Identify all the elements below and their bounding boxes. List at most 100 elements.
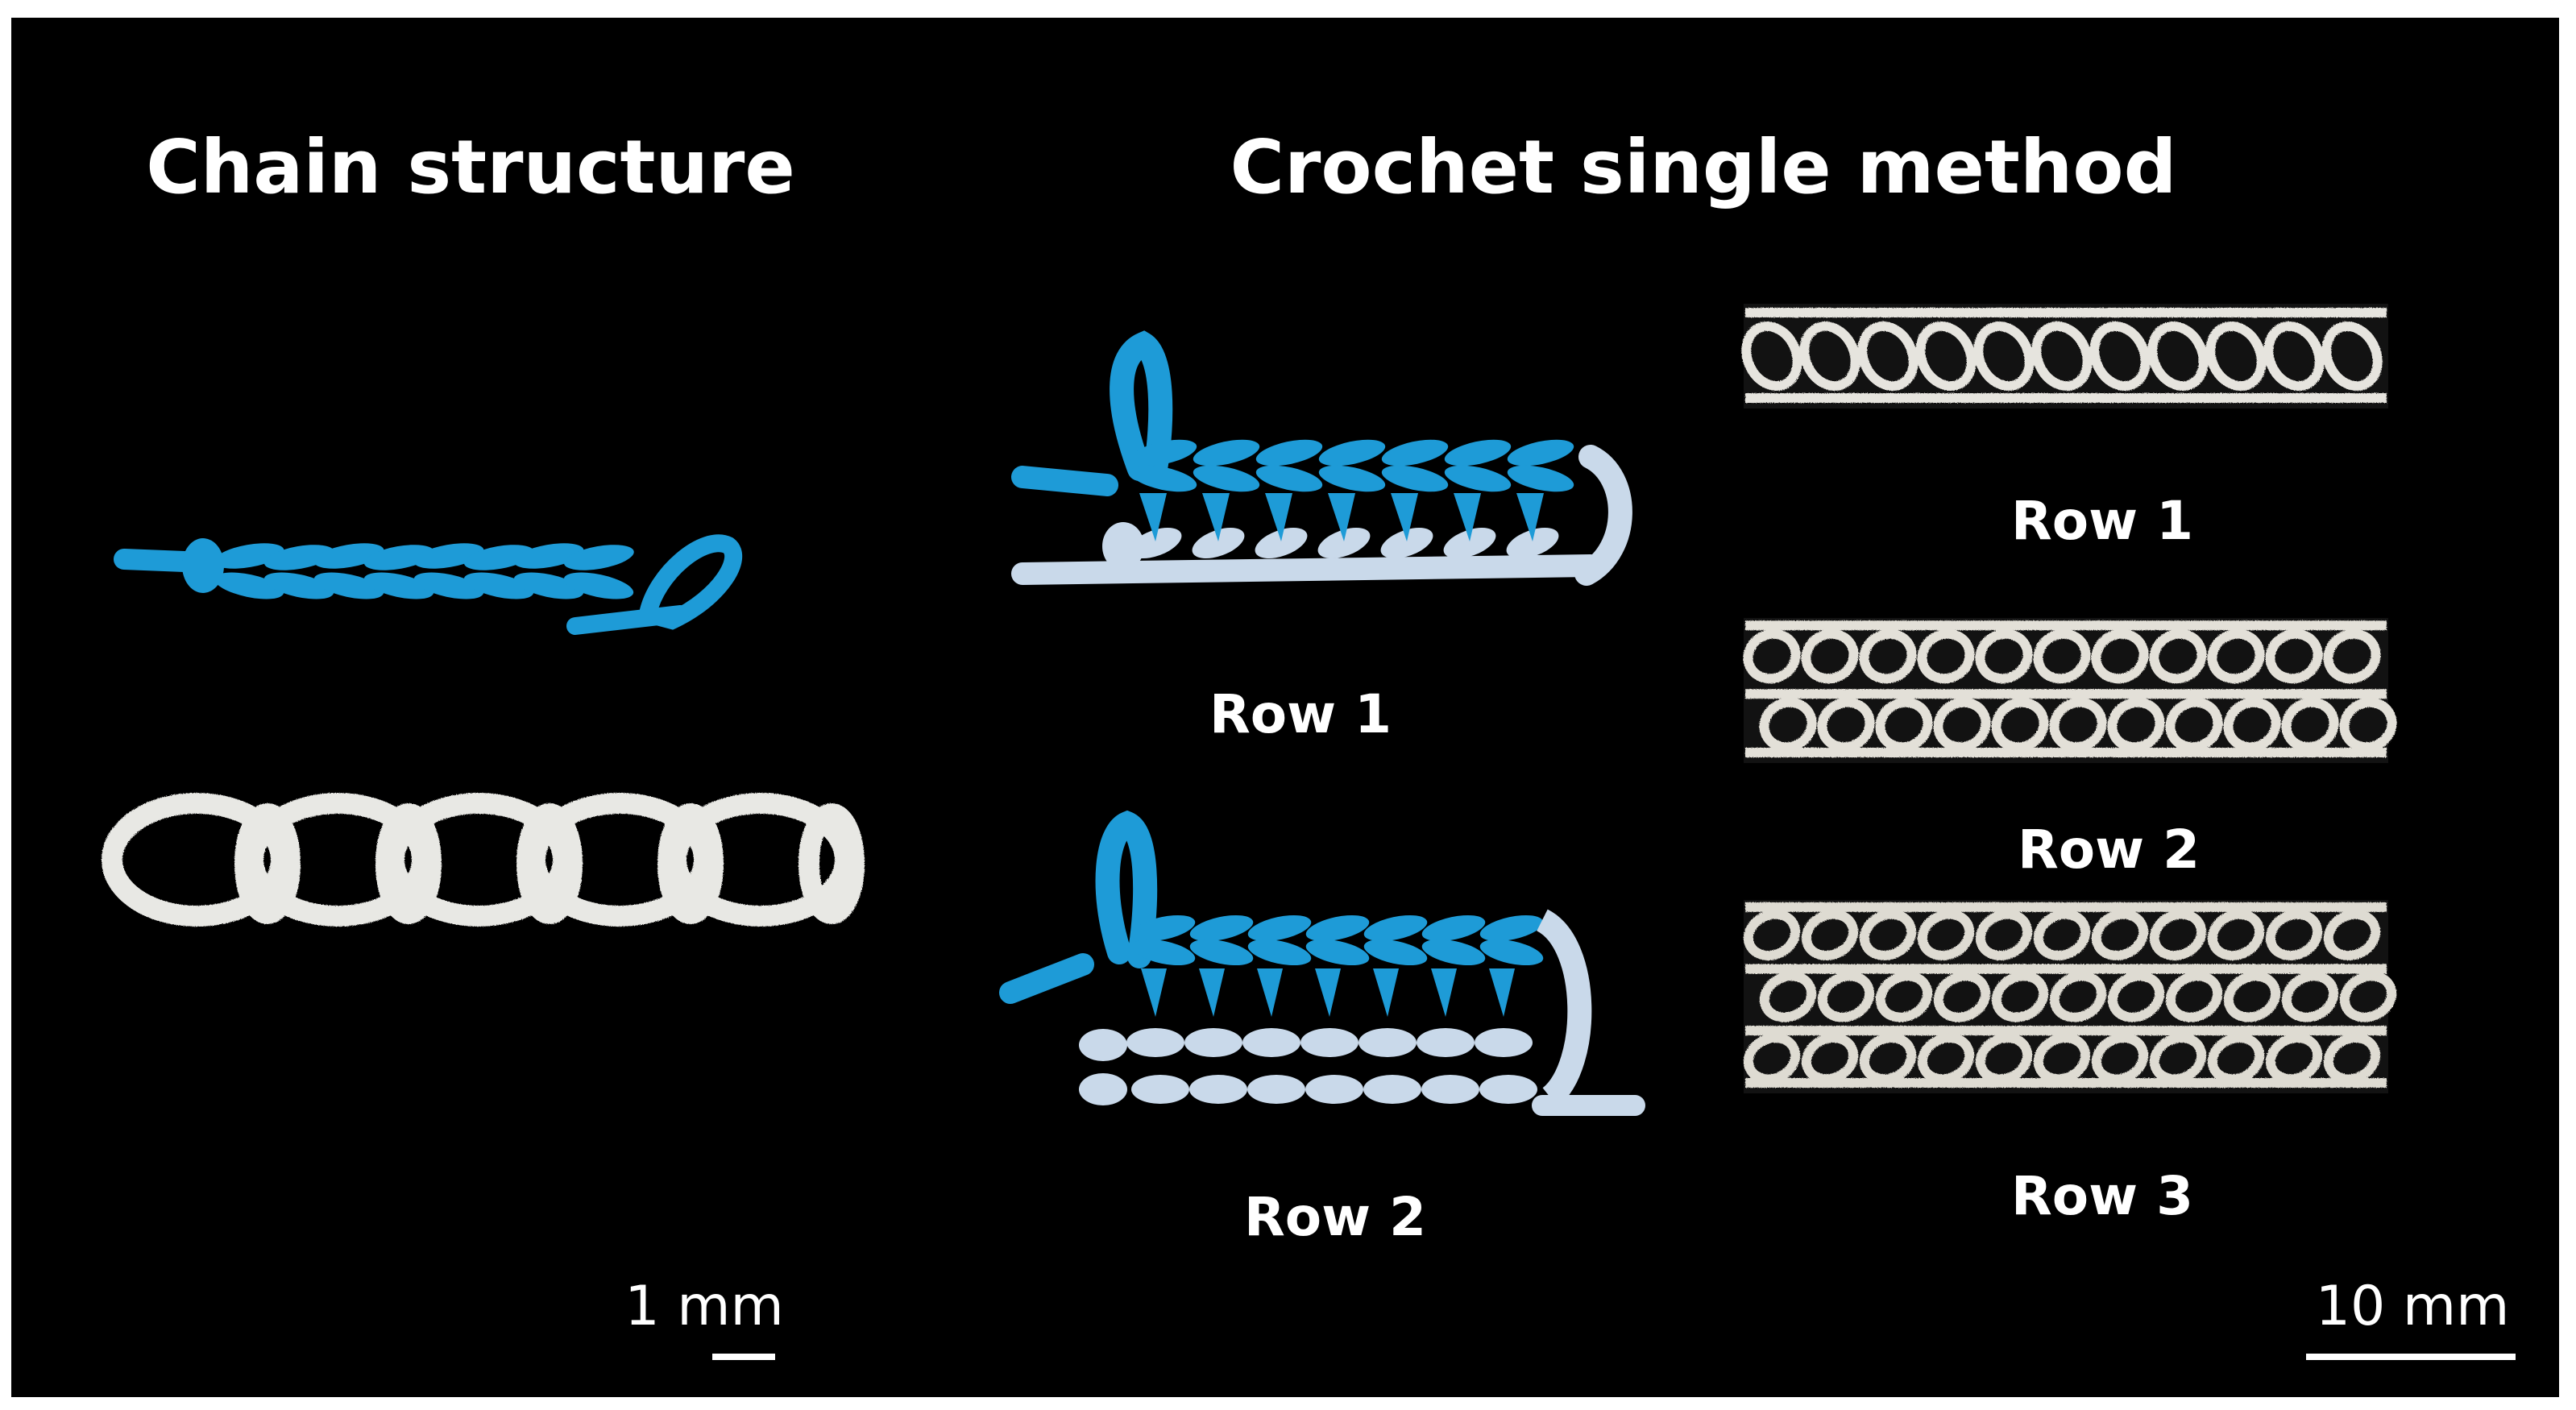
chain-photo-white <box>102 767 865 952</box>
row1-top-petal <box>1444 439 1512 467</box>
strip-stitch-loop <box>2091 628 2149 684</box>
strip-stitch-loop <box>2149 1033 2207 1084</box>
row2-top-petal <box>1363 939 1428 966</box>
row2-top-petal <box>1305 914 1370 942</box>
row2-base-loop <box>1479 1075 1537 1104</box>
photo-strip-row1 <box>1741 304 2388 408</box>
strip-stitch-loop <box>2339 971 2397 1022</box>
strip-stitch-loop <box>2205 321 2267 392</box>
row2-base-loop <box>1363 1075 1421 1104</box>
strip-stitch-loop <box>2321 321 2383 392</box>
strip-stitch-loop <box>1857 321 1919 392</box>
row1-stitch-post <box>1454 493 1481 541</box>
strip-stitch-loop <box>2031 321 2093 392</box>
row1-stitch-post <box>1516 493 1544 541</box>
strip-stitch-loop <box>1859 1033 1917 1084</box>
row1-base-loop <box>1317 527 1371 559</box>
strip-stitch-loop <box>2033 909 2091 960</box>
row2-top-petal <box>1189 914 1254 942</box>
row1-top-petal <box>1318 439 1386 467</box>
strip-stitch-loop <box>1915 321 1977 392</box>
row2-base-loop <box>1131 1075 1189 1104</box>
row2-top-petal <box>1247 939 1312 966</box>
row1-base-loop <box>1506 527 1559 559</box>
chain-petal-upper <box>563 545 634 570</box>
scale-bar-right <box>2306 1354 2516 1360</box>
strip-stitch-loop <box>2263 321 2325 392</box>
row2-mid-loop <box>1359 1028 1417 1057</box>
row2-stitch-post <box>1199 968 1225 1017</box>
row1-base-loop <box>1380 527 1433 559</box>
strip-stitch-loop <box>1917 628 1975 684</box>
row2-top-petal <box>1479 914 1544 942</box>
strip-stitch-loop <box>2165 697 2223 753</box>
strip-stitch-loop <box>2223 697 2281 753</box>
strip-stitch-loop <box>2323 628 2381 684</box>
strip-stitch-loop <box>1743 1033 1801 1084</box>
photo-strip-row3 <box>1743 900 2397 1093</box>
strip-stitch-loop <box>1759 971 1817 1022</box>
row2-top-petal <box>1421 914 1486 942</box>
strip-stitch-loop <box>2033 1033 2091 1084</box>
row2-start-loop <box>1079 1029 1127 1061</box>
row2-mid-loop <box>1300 1028 1359 1057</box>
strip-stitch-loop <box>1975 628 2033 684</box>
strip-stitch-loop <box>2265 909 2323 960</box>
strip-stitch-loop <box>1875 971 1933 1022</box>
chain-schematic-blue <box>114 534 743 635</box>
strip-stitch-loop <box>2281 971 2339 1022</box>
row1-top-petal <box>1318 465 1386 492</box>
strip-stitch-loop <box>1859 909 1917 960</box>
row2-top-petal <box>1189 939 1254 966</box>
row1-stitch-post <box>1391 493 1418 541</box>
strip-stitch-loop <box>1801 628 1859 684</box>
strip-stitch-loop <box>1817 971 1875 1022</box>
illustrations-layer <box>102 304 2397 1116</box>
strip-stitch-loop <box>1933 697 1991 753</box>
strip-stitch-loop <box>2323 909 2381 960</box>
strip-stitch-loop <box>2207 628 2265 684</box>
row1-base-loop <box>1443 527 1496 559</box>
row1-top-petal <box>1193 439 1260 467</box>
row1-top-petal <box>1444 465 1512 492</box>
row1-top-petal <box>1507 439 1574 467</box>
label-photo-row3: Row 3 <box>2010 1165 2194 1227</box>
row1-stitch-post <box>1202 493 1230 541</box>
row2-stitch-post <box>1489 968 1515 1017</box>
strip-stitch-loop <box>2091 909 2149 960</box>
row2-stitch-post <box>1257 968 1283 1017</box>
strip-stitch-loop <box>2033 628 2091 684</box>
row2-top-petal <box>1363 914 1428 942</box>
strip-stitch-loop <box>1801 909 1859 960</box>
row2-top-petal <box>1305 939 1370 966</box>
strip-stitch-loop <box>2223 971 2281 1022</box>
strip-stitch-loop <box>1917 1033 1975 1084</box>
strip-stitch-loop <box>2049 971 2107 1022</box>
chain-link-vertical <box>799 803 865 924</box>
photo-strip-row2 <box>1743 618 2397 763</box>
strip-stitch-loop <box>1759 697 1817 753</box>
row2-top-petal <box>1479 939 1544 966</box>
row1-base-loop <box>1255 527 1308 559</box>
strip-stitch-loop <box>2107 971 2165 1022</box>
strip-stitch-loop <box>2149 628 2207 684</box>
label-photo-row2: Row 2 <box>2017 819 2201 881</box>
row1-top-petal <box>1130 439 1197 467</box>
row2-base-loop <box>1305 1075 1363 1104</box>
strip-stitch-loop <box>1917 909 1975 960</box>
row2-mid-loop <box>1475 1028 1533 1057</box>
row2-diagram <box>999 810 1645 1116</box>
strip-stitch-loop <box>1973 321 2035 392</box>
strip-stitch-loop <box>2107 697 2165 753</box>
row2-top-petal <box>1131 914 1196 942</box>
strip-stitch-loop <box>2049 697 2107 753</box>
strip-stitch-loop <box>2281 697 2339 753</box>
row2-mid-loop <box>1126 1028 1184 1057</box>
row2-base-loop <box>1247 1075 1305 1104</box>
strip-stitch-loop <box>1741 321 1802 392</box>
strip-stitch-loop <box>1975 1033 2033 1084</box>
row1-diagram <box>1011 330 1632 586</box>
row2-mid-loop <box>1184 1028 1242 1057</box>
strip-stitch-loop <box>2207 1033 2265 1084</box>
strip-stitch-loop <box>1991 697 2049 753</box>
